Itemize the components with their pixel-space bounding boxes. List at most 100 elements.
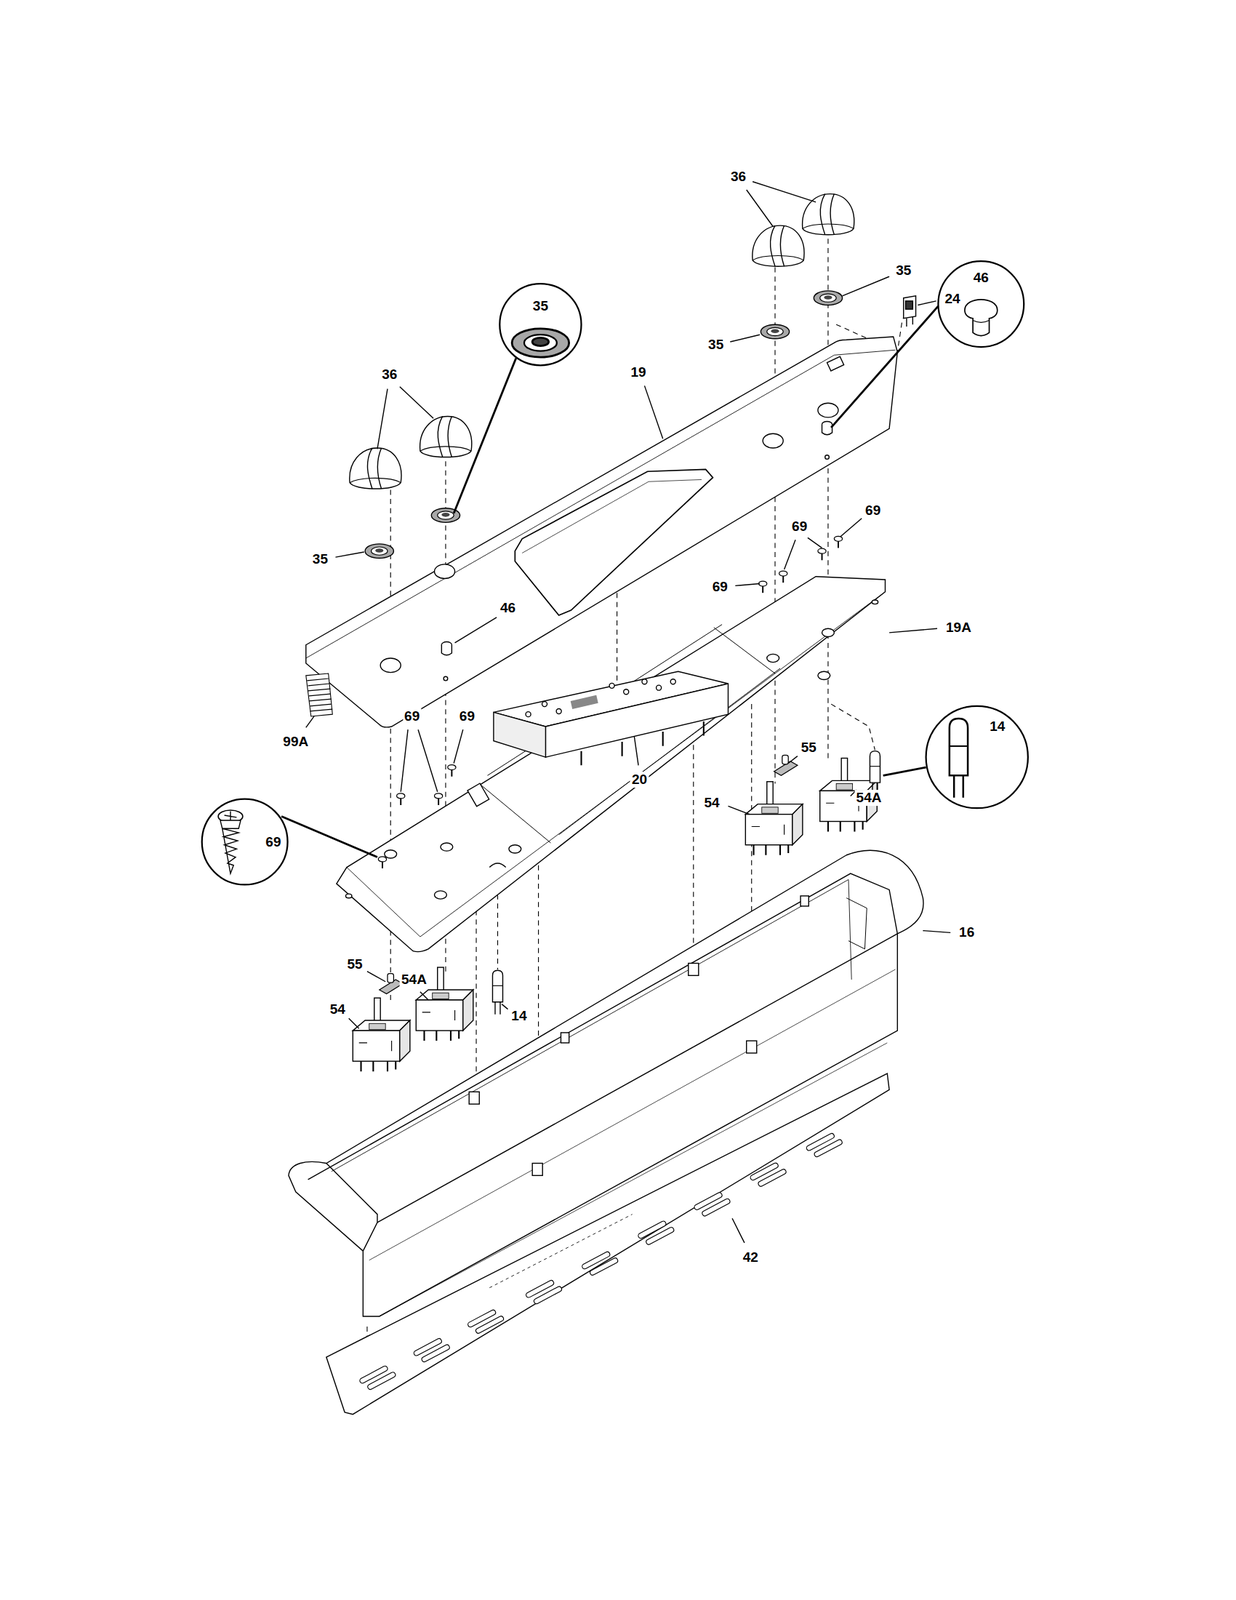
small-parts xyxy=(745,781,803,856)
leader-line xyxy=(831,306,938,428)
assembly-line xyxy=(774,267,776,784)
console-panel xyxy=(306,336,898,728)
control-board xyxy=(493,671,729,765)
small-parts xyxy=(906,316,913,327)
callout-number: 69 xyxy=(458,708,477,725)
vent-grille xyxy=(412,1337,451,1362)
backing-plate xyxy=(822,628,835,637)
small-parts xyxy=(774,754,798,776)
small-parts xyxy=(420,415,472,457)
control-board xyxy=(542,701,548,707)
control-board xyxy=(581,721,704,765)
callout-number: 24 xyxy=(942,290,962,307)
small-parts xyxy=(833,535,842,548)
console-housing xyxy=(379,1042,888,1316)
ribbon-cable xyxy=(306,678,333,712)
callout-number: 99A xyxy=(281,733,310,750)
callout-number: 14 xyxy=(509,1008,528,1025)
callout-number: 19 xyxy=(628,364,648,381)
leader-line xyxy=(501,1004,508,1010)
small-parts xyxy=(447,764,456,777)
vent-grille xyxy=(466,1308,504,1334)
console-housing xyxy=(377,933,898,1223)
leader-line xyxy=(453,357,517,513)
control-board xyxy=(670,679,676,685)
control-board xyxy=(493,711,547,757)
console-housing xyxy=(800,895,809,906)
leader-line xyxy=(281,181,951,1243)
small-parts xyxy=(760,324,789,339)
small-parts xyxy=(434,793,443,805)
leader-line xyxy=(735,583,760,587)
vent-grille xyxy=(524,1278,563,1304)
small-parts xyxy=(441,644,452,656)
leader-line xyxy=(348,1017,360,1029)
control-board xyxy=(545,683,728,757)
small-parts xyxy=(364,543,394,559)
small-parts xyxy=(752,225,805,267)
callout-number: 35 xyxy=(894,262,913,279)
console-panel xyxy=(825,455,830,460)
leader-line xyxy=(842,276,890,296)
backing-plate xyxy=(467,783,490,807)
assembly-line xyxy=(692,726,694,980)
small-parts xyxy=(349,447,402,489)
small-parts xyxy=(822,424,833,435)
control-board xyxy=(641,679,648,685)
leader-line xyxy=(883,767,927,776)
leader-line xyxy=(644,385,663,439)
console-panel xyxy=(306,336,898,728)
console-housing xyxy=(468,1091,480,1104)
small-parts xyxy=(378,856,387,869)
small-parts xyxy=(817,548,826,560)
callout-number: 46 xyxy=(498,599,517,616)
small-parts xyxy=(759,580,768,593)
small-parts xyxy=(905,301,914,309)
console-panel xyxy=(762,433,784,448)
vent-grille xyxy=(637,1220,675,1245)
callout-number: 54A xyxy=(399,971,429,988)
console-panel xyxy=(522,479,702,553)
backing-plate xyxy=(345,893,352,898)
callout-number: 35 xyxy=(531,298,550,315)
leader-line xyxy=(377,388,388,450)
leader-line xyxy=(746,189,773,227)
detail-circle xyxy=(972,320,989,323)
console-panel xyxy=(434,564,456,579)
callout-number: 35 xyxy=(311,551,330,568)
console-panel xyxy=(826,356,844,371)
control-board xyxy=(609,682,615,688)
callout-number: 36 xyxy=(729,168,748,185)
leader-line xyxy=(418,729,438,792)
backing-plate xyxy=(479,624,781,843)
leader-line xyxy=(420,991,429,1000)
small-parts xyxy=(492,969,503,1014)
callout-number: 20 xyxy=(630,771,649,788)
leader-line xyxy=(917,301,936,306)
leader-line xyxy=(367,971,386,982)
detail-circle xyxy=(511,328,570,357)
leader-line xyxy=(752,181,816,203)
console-housing xyxy=(560,1032,569,1043)
console-housing xyxy=(688,962,699,975)
callout-number: 54 xyxy=(328,1001,347,1018)
callout-number: 69 xyxy=(402,708,421,725)
ribbon-cable xyxy=(306,673,333,717)
detail-circle xyxy=(220,820,241,874)
callout-number: 54 xyxy=(702,794,721,811)
callout-number: 19A xyxy=(944,619,973,636)
vent-grille xyxy=(749,1161,787,1187)
backing-plate xyxy=(871,599,878,605)
callout-number: 14 xyxy=(988,718,1007,735)
assembly-line xyxy=(475,882,477,1098)
console-panel xyxy=(443,676,448,681)
console-housing xyxy=(326,1162,378,1251)
leader-line xyxy=(400,729,408,792)
leader-line xyxy=(281,815,378,857)
callout-number: 55 xyxy=(346,956,365,973)
detail-circle xyxy=(926,705,1029,808)
leader-line xyxy=(788,756,798,764)
backing-plate xyxy=(508,844,522,853)
